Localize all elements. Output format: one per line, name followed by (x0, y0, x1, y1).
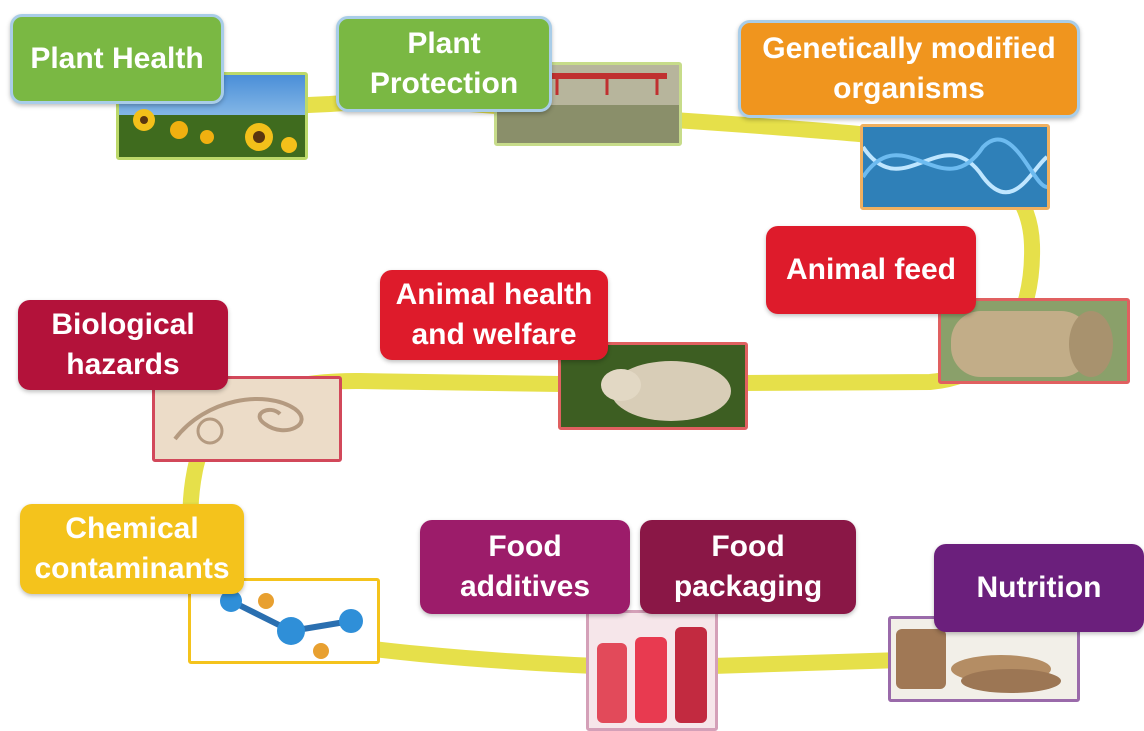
bread-slices-image (888, 616, 1080, 702)
topic-animal-health: Animal health and welfare (380, 270, 608, 360)
topic-plant-health: Plant Health (10, 14, 224, 104)
topic-nutrition: Nutrition (934, 544, 1144, 632)
topic-food-additives-label: Food additives (459, 530, 591, 603)
hay-bale-image (938, 298, 1130, 384)
topic-plant-protection-label: Plant Protection (369, 27, 519, 100)
topic-plant-protection: Plant Protection (336, 16, 552, 112)
topic-animal-feed-label: Animal feed (785, 253, 957, 286)
topic-biological-hazards-label: Biological hazards (51, 308, 195, 381)
topic-food-additives: Food additives (420, 520, 630, 614)
topic-food-packaging-label: Food packaging (673, 530, 823, 603)
topic-plant-health-label: Plant Health (30, 42, 204, 75)
topic-biological-hazards: Biological hazards (18, 300, 228, 390)
topic-animal-health-label: Animal health and welfare (395, 278, 593, 351)
topic-chemical-contaminants: Chemical contaminants (20, 504, 244, 594)
topic-animal-feed: Animal feed (766, 226, 976, 314)
dna-helix-image (860, 124, 1050, 210)
topic-gmo-label: Genetically modified organisms (762, 32, 1056, 105)
molecule-model-image (188, 578, 380, 664)
topic-nutrition-label: Nutrition (976, 571, 1102, 604)
topic-chemical-contaminants-label: Chemical contaminants (34, 512, 230, 585)
parasite-worm-image (152, 376, 342, 462)
topic-food-packaging: Food packaging (640, 520, 856, 614)
bottled-drinks-image (586, 610, 718, 731)
topic-gmo: Genetically modified organisms (738, 20, 1080, 118)
